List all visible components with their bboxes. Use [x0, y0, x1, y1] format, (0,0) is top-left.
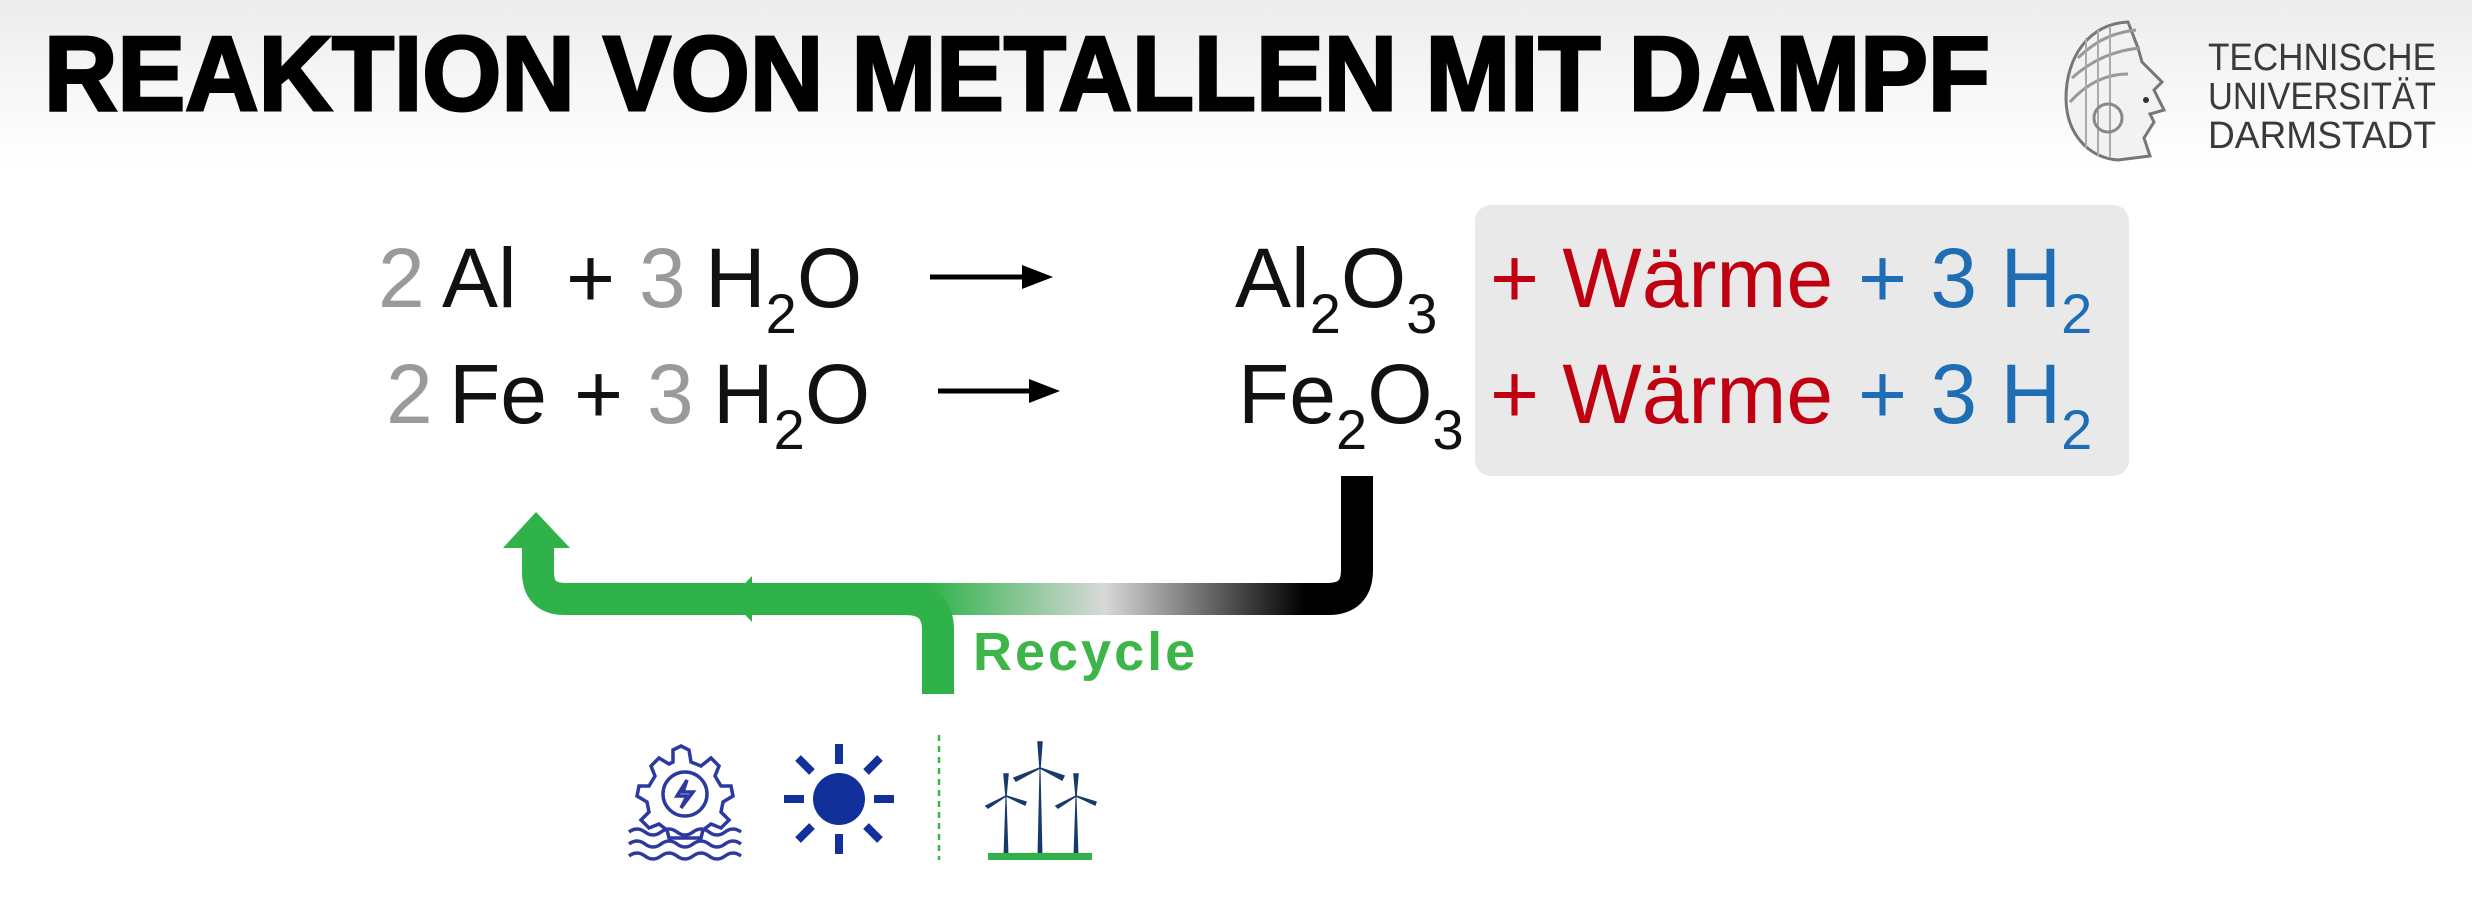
subscript: 2 [2061, 398, 2093, 461]
logo-line-3: DARMSTADT [2208, 115, 2436, 157]
subscript: 2 [1309, 282, 1341, 345]
university-logo: TECHNISCHE UNIVERSITÄT DARMSTADT [2050, 10, 2460, 170]
heat-term: + Wärme [1490, 236, 1833, 320]
h: H [705, 231, 766, 325]
subscript: 3 [1406, 282, 1438, 345]
water-formula: H2O [713, 352, 870, 461]
water-formula: H2O [705, 236, 862, 345]
logo-line-2: UNIVERSITÄT [2208, 76, 2436, 118]
recycle-arrowhead [503, 512, 570, 548]
plus-sign: + [1490, 231, 1540, 325]
heat-label: Wärme [1562, 231, 1834, 325]
subscript: 3 [1432, 398, 1464, 461]
heat-label: Wärme [1562, 347, 1834, 441]
h: H [2000, 347, 2062, 441]
hydrogen-term: + 3 H2 [1858, 236, 2092, 345]
metal: Fe [449, 347, 548, 441]
subscript: 2 [773, 398, 805, 461]
slide-title-svg: REAKTION VON METALLEN MIT DAMPF [43, 14, 1992, 135]
logo-text: TECHNISCHE UNIVERSITÄT DARMSTADT [2208, 37, 2436, 157]
plus-sign: + [574, 347, 624, 441]
heat-term: + Wärme [1490, 352, 1833, 436]
coefficient: 3 [1930, 231, 1978, 325]
h: H [2000, 231, 2062, 325]
product-formula: Al2O3 [1235, 236, 1437, 345]
energy-input-line [904, 583, 954, 694]
product-formula: Fe2O3 [1238, 352, 1464, 461]
subscript: 2 [1336, 398, 1368, 461]
element: O [1340, 231, 1407, 325]
recycle-loop-arrow [522, 476, 1373, 615]
hydropower-icon [627, 744, 743, 861]
metal: Al [442, 231, 517, 325]
logo-line-1: TECHNISCHE [2208, 37, 2436, 79]
subscript: 2 [2061, 282, 2093, 345]
plus-sign: + [1858, 231, 1908, 325]
plus-sign: + [1858, 347, 1908, 441]
element: Al [1235, 231, 1310, 325]
athena-head-icon [2064, 20, 2167, 162]
plus-sign: + [1490, 347, 1540, 441]
element: O [1367, 347, 1433, 441]
o: O [804, 347, 871, 441]
sun-icon [784, 744, 894, 854]
coefficient: 3 [1930, 347, 1978, 441]
coefficient: 2 [378, 231, 425, 325]
element: Fe [1238, 347, 1337, 441]
divider-dashed-line [937, 735, 941, 860]
coefficient: 3 [647, 347, 694, 441]
subscript: 2 [765, 282, 797, 345]
o: O [796, 231, 863, 325]
hydrogen-term: + 3 H2 [1858, 352, 2092, 461]
wind-turbines-icon [984, 741, 1097, 860]
plus-sign: + [566, 231, 616, 325]
recycle-label: Recycle [973, 622, 1199, 682]
reaction-arrow-1 [930, 265, 1053, 289]
h: H [713, 347, 774, 441]
coefficient: 3 [639, 231, 686, 325]
reaction-arrow-2 [938, 379, 1060, 403]
slide-title: REAKTION VON METALLEN MIT DAMPF [44, 15, 1990, 133]
coefficient: 2 [386, 347, 433, 441]
recycle-flow-marker [730, 576, 752, 622]
products-highlight-box [1475, 205, 2129, 476]
